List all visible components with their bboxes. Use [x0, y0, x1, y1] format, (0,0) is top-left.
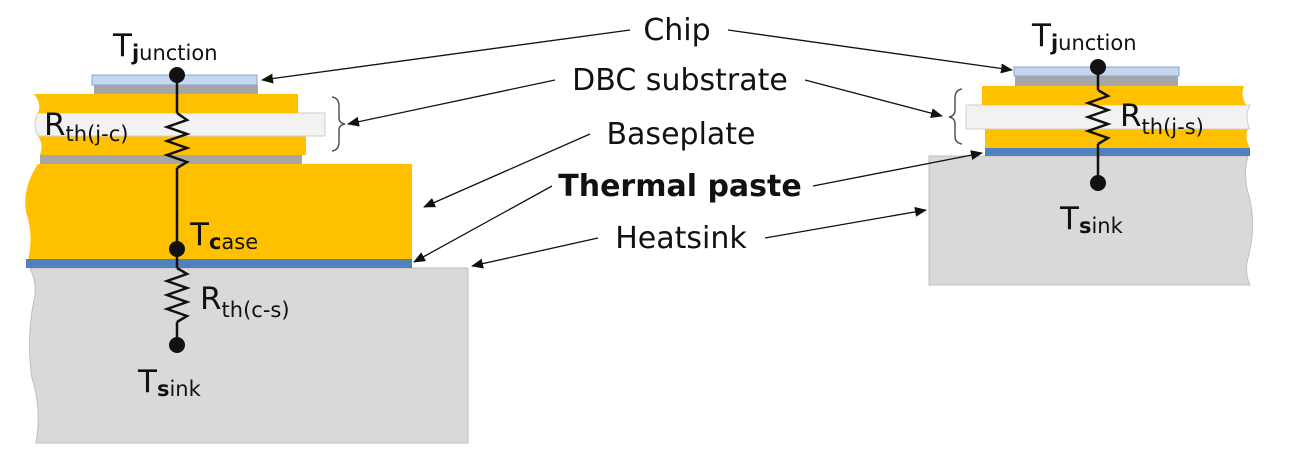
left-tsink-node [169, 337, 185, 353]
left-dbc-solder [40, 155, 302, 164]
left-dbc-top-copper [34, 94, 298, 113]
arrow-chip-left [261, 29, 631, 84]
left-baseplate [25, 164, 412, 260]
arrow-paste-left [413, 185, 553, 263]
thermal-paste-label: Thermal paste [558, 169, 801, 204]
arrow-heatsink-left [471, 237, 599, 269]
right-heatsink [928, 155, 1254, 286]
left-dbc-ceramic [34, 112, 326, 137]
right-tj-label: Tjunction [1031, 18, 1137, 55]
arrow-baseplate-left [423, 133, 591, 208]
callout-arrows [261, 29, 1013, 269]
right-dbc-bottom-copper [985, 129, 1250, 148]
left-rth-jc-label: Rth(j-c) [44, 107, 128, 146]
right-stack: Tjunction Rth(j-s) Tsink [928, 18, 1254, 286]
right-thermal-paste [985, 148, 1250, 156]
arrow-paste-right [812, 150, 983, 187]
left-tsink-label: Tsink [137, 364, 202, 401]
right-rth-js-label: Rth(j-s) [1120, 98, 1204, 139]
left-tj-node [169, 67, 185, 83]
dbc-substrate-label: DBC substrate [572, 63, 788, 98]
left-dbc-brace [331, 96, 346, 152]
right-chip-solder [1015, 76, 1178, 86]
left-tcase-label: Tcase [189, 217, 258, 254]
left-tcase-node [169, 241, 185, 257]
right-dbc-top-copper [982, 86, 1246, 105]
right-dbc-ceramic [965, 104, 1251, 130]
arrow-dbc-left [347, 79, 556, 127]
arrow-heatsink-right [764, 206, 927, 239]
left-rth-cs-label: Rth(c-s) [200, 281, 290, 322]
left-resistor-jc [163, 111, 191, 170]
left-tj-label: Tjunction [112, 28, 218, 65]
chip-label: Chip [643, 13, 710, 48]
left-stack: Tjunction Rth(j-c) Tcase Rth(c-s) Tsink [25, 28, 469, 444]
right-dbc-brace [948, 88, 963, 145]
arrow-chip-right [727, 29, 1013, 74]
right-tsink-label: Tsink [1059, 201, 1124, 238]
arrow-dbc-right [804, 79, 943, 119]
heatsink-label: Heatsink [615, 221, 747, 256]
right-tj-node [1090, 59, 1106, 75]
callout-labels: Chip DBC substrate Baseplate Thermal pas… [558, 13, 801, 256]
left-resistor-cs [163, 266, 191, 324]
left-heatsink [28, 267, 469, 444]
right-resistor-js [1084, 88, 1112, 146]
right-tsink-node [1090, 175, 1106, 191]
baseplate-label: Baseplate [606, 117, 755, 152]
left-thermal-paste [26, 259, 412, 268]
left-dbc-bottom-copper [38, 136, 306, 155]
